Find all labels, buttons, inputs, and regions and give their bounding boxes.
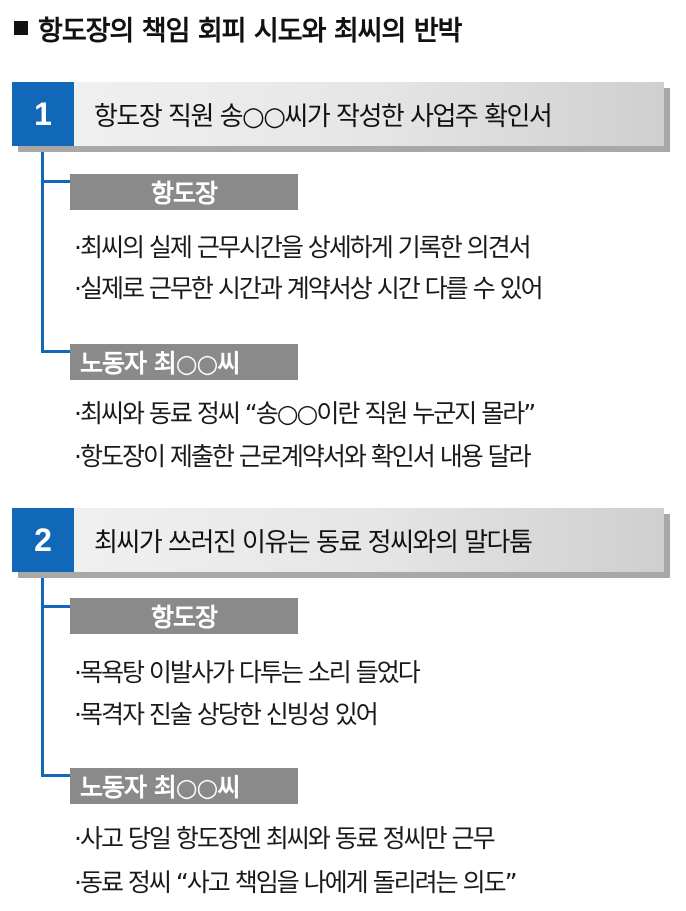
section-2-number: 2: [12, 508, 74, 572]
section-1-party-2-item-2: ·항도장이 제출한 근로계약서와 확인서 내용 달라: [74, 442, 532, 471]
section-2-party-2-label: 노동자 최○○씨: [70, 768, 298, 804]
section-1-heading: 항도장 직원 송○○씨가 작성한 사업주 확인서: [94, 101, 553, 132]
section-2-party-1-label: 항도장: [70, 598, 298, 634]
page-title-text: 항도장의 책임 회피 시도와 최씨의 반박: [38, 15, 462, 47]
section-1-party-2-label: 노동자 최○○씨: [70, 344, 298, 380]
section-1-connector-branch-1: [41, 180, 70, 183]
square-bullet-icon: [14, 21, 28, 35]
section-2-connector-branch-2: [41, 774, 70, 777]
section-1-number: 1: [12, 82, 74, 146]
section-1-connector-vertical: [41, 146, 44, 353]
section-2-party-1-item-1: ·목욕탕 이발사가 다투는 소리 들었다: [74, 658, 421, 687]
section-2-header: 2 최씨가 쓰러진 이유는 동료 정씨와의 말다툼: [12, 508, 664, 572]
section-1-connector-branch-2: [41, 350, 70, 353]
section-1-party-1-item-2: ·실제로 근무한 시간과 계약서상 시간 다를 수 있어: [74, 274, 544, 303]
section-2-heading: 최씨가 쓰러진 이유는 동료 정씨와의 말다툼: [94, 527, 533, 558]
page-title: 항도장의 책임 회피 시도와 최씨의 반박: [14, 8, 462, 48]
section-2-party-1-item-2: ·목격자 진술 상당한 신빙성 있어: [74, 700, 379, 729]
section-1-party-2-item-1: ·최씨와 동료 정씨 “송○○이란 직원 누군지 몰라”: [74, 399, 536, 428]
section-2-party-2-item-1: ·사고 당일 항도장엔 최씨와 동료 정씨만 근무: [74, 824, 496, 853]
section-2-party-2-item-2: ·동료 정씨 “사고 책임을 나에게 돌리려는 의도”: [74, 868, 518, 897]
section-1-header: 1 항도장 직원 송○○씨가 작성한 사업주 확인서: [12, 82, 664, 146]
section-1-party-1-label: 항도장: [70, 174, 298, 210]
section-2-connector-vertical: [41, 572, 44, 777]
section-1-party-1-item-1: ·최씨의 실제 근무시간을 상세하게 기록한 의견서: [74, 233, 532, 262]
section-2-connector-branch-1: [41, 605, 70, 608]
